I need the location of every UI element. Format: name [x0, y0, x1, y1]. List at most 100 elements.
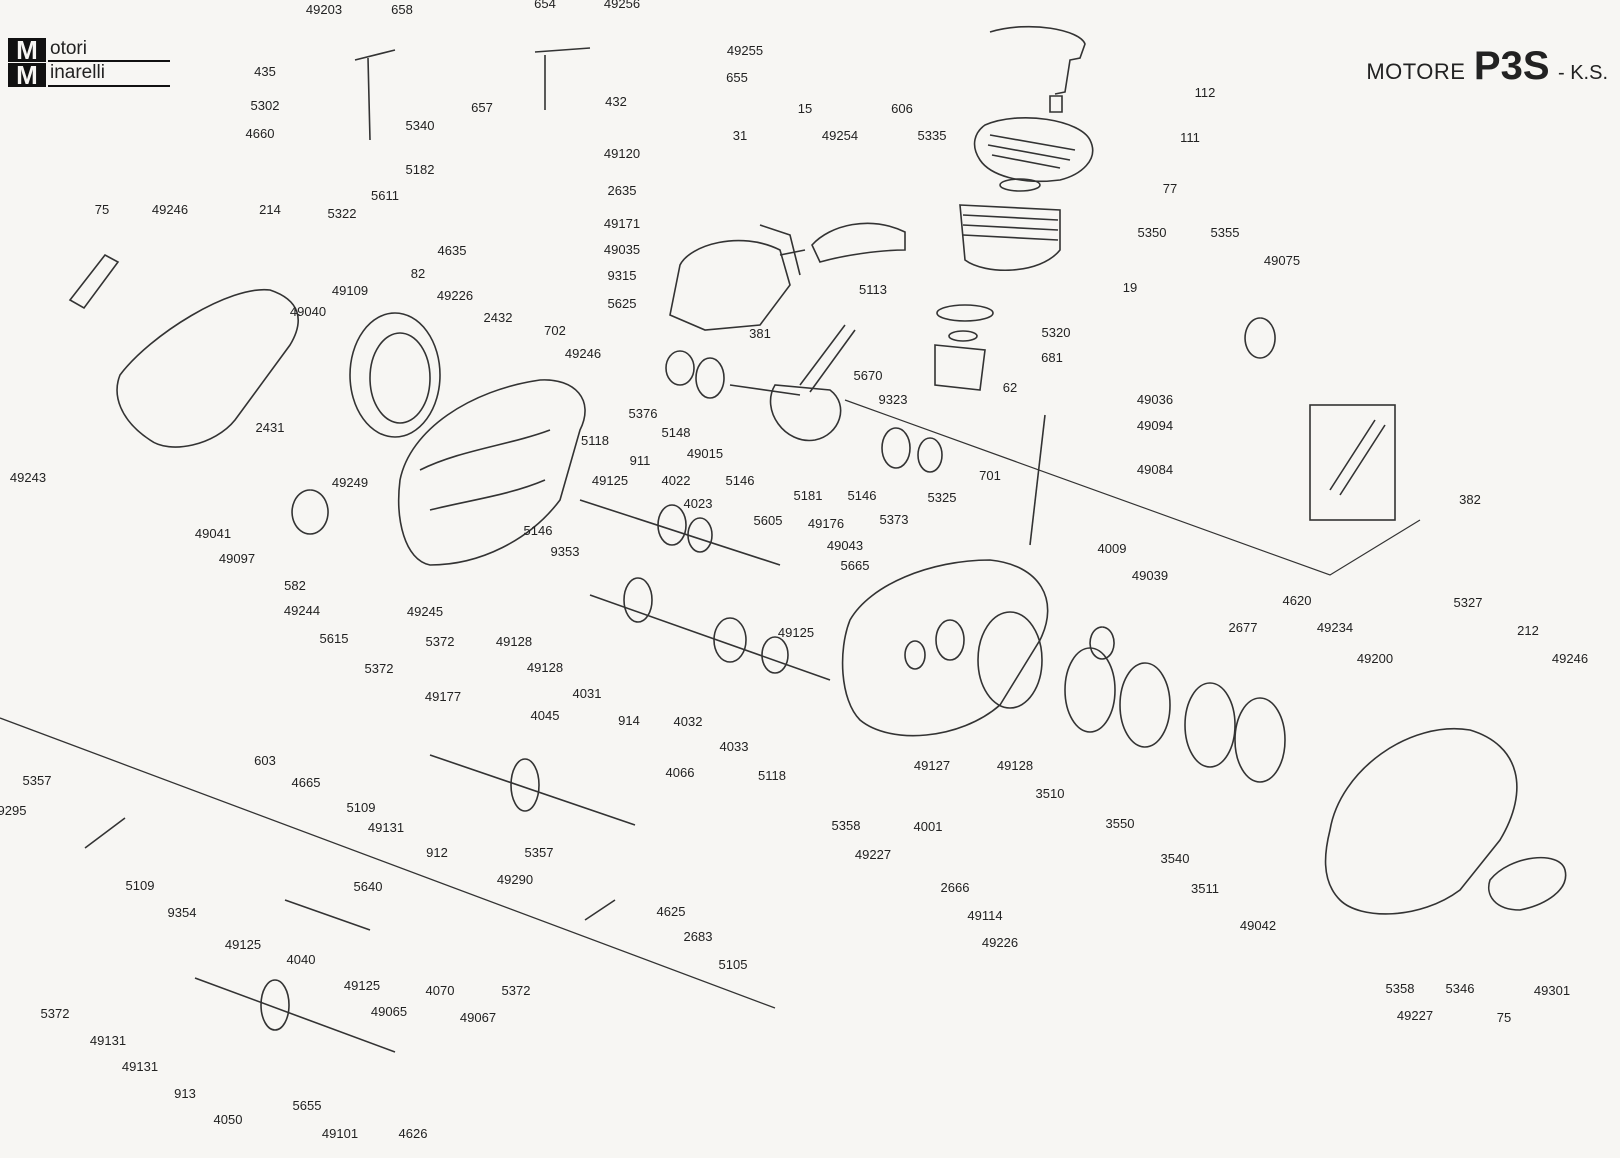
gear-4022: [657, 504, 687, 546]
part-label: 911: [630, 453, 651, 468]
con-rod-2: [809, 329, 856, 393]
part-label: 49120: [604, 146, 640, 161]
part-label: 5302: [251, 98, 280, 113]
part-label: 5113: [859, 282, 887, 297]
crankcase-bore-2: [904, 640, 926, 670]
part-label: 5109: [126, 878, 155, 893]
part-label: 49256: [604, 0, 640, 11]
part-label: 5105: [719, 957, 748, 972]
part-label: 4050: [214, 1112, 243, 1127]
part-label: 49177: [425, 689, 461, 704]
part-label: 4066: [666, 765, 695, 780]
crankcase-bore: [935, 619, 965, 661]
part-label: 435: [254, 64, 276, 79]
part-label: 49039: [1132, 568, 1168, 583]
part-label: 49255: [727, 43, 763, 58]
part-label: 49249: [332, 475, 368, 490]
part-label: 4660: [246, 126, 275, 141]
bolt-9295: [84, 817, 126, 849]
part-label: 4070: [426, 983, 455, 998]
crankcase-left: [397, 379, 586, 566]
clutch-plates-3540: [1184, 682, 1236, 768]
part-label: 4031: [573, 686, 602, 701]
part-label: 49290: [497, 872, 533, 887]
brand-logo: M M otori inarelli: [8, 37, 173, 88]
carb-details: [759, 224, 806, 276]
right-cover: [1324, 727, 1518, 915]
clutch-gear-4001: [977, 611, 1043, 709]
part-label: 912: [426, 845, 448, 860]
part-label: 75: [95, 202, 109, 217]
flywheel-inner: [369, 332, 431, 424]
part-label: 658: [391, 2, 413, 17]
part-label: 49084: [1137, 462, 1173, 477]
part-label: 657: [471, 100, 493, 115]
clutch-plate-3511: [1234, 697, 1286, 783]
part-label: 681: [1041, 350, 1063, 365]
crankcase-right: [841, 559, 1049, 737]
part-label: 49226: [982, 935, 1018, 950]
part-label: 5655: [293, 1098, 322, 1113]
part-label: 5372: [41, 1006, 70, 1021]
gear-shaft-913: [194, 977, 396, 1053]
part-label: 77: [1163, 181, 1177, 196]
part-label: 112: [1195, 85, 1216, 100]
cylinder: [959, 204, 1061, 272]
part-label: 5665: [841, 558, 870, 573]
part-label: 49075: [1264, 253, 1300, 268]
part-label: 49127: [914, 758, 950, 773]
gear-4031: [623, 577, 653, 623]
part-label: 5640: [354, 879, 383, 894]
part-label: 9315: [608, 268, 637, 283]
spark-plug: [1049, 95, 1063, 113]
part-label: 4022: [662, 473, 691, 488]
part-label: 49301: [1534, 983, 1570, 998]
gear-4009: [1089, 626, 1115, 660]
part-label: 49254: [822, 128, 858, 143]
gear-shaft-914: [589, 594, 831, 681]
part-label: 2432: [484, 310, 513, 325]
part-label: 5181: [794, 488, 823, 503]
part-label: 5605: [754, 513, 783, 528]
gear-4032: [713, 617, 747, 663]
part-label: 15: [798, 101, 812, 116]
seal-5373: [917, 437, 943, 473]
logo-initial-1: M: [8, 37, 46, 63]
gear-4023: [687, 517, 713, 553]
part-label: 5322: [328, 206, 357, 221]
left-cover: [116, 288, 299, 448]
part-label: 49067: [460, 1010, 496, 1025]
part-label: 49094: [1137, 418, 1173, 433]
part-label: 4040: [287, 952, 316, 967]
logo-rule-bottom: [48, 85, 170, 87]
clutch-plates-3550: [1119, 662, 1171, 748]
part-label: 49203: [306, 2, 342, 17]
part-label: 31: [733, 128, 747, 143]
gear-4050: [260, 979, 290, 1031]
part-label: 4033: [720, 739, 749, 754]
part-label: 5327: [1454, 595, 1483, 610]
part-label: 49036: [1137, 392, 1173, 407]
cover-plate-75: [1488, 856, 1567, 911]
part-label: 5146: [726, 473, 755, 488]
part-label: 49125: [592, 473, 628, 488]
logo-initial-2: M: [8, 62, 46, 88]
part-label: 2677: [1229, 620, 1258, 635]
part-label: 82: [411, 266, 425, 281]
part-label: 701: [979, 468, 1001, 483]
separator-line: [0, 717, 776, 1009]
flywheel: [349, 312, 441, 438]
head-gasket: [999, 178, 1041, 192]
part-label: 5325: [928, 490, 957, 505]
part-label: 4009: [1098, 541, 1127, 556]
part-label: 9353: [551, 544, 580, 559]
part-label: 62: [1003, 380, 1017, 395]
part-label: 4665: [292, 775, 321, 790]
logo-rule: [48, 60, 170, 62]
bolt-49290: [584, 899, 616, 921]
part-label: 2635: [608, 183, 637, 198]
conrod-inset-box: [1309, 404, 1396, 521]
part-label: 49244: [284, 603, 320, 618]
part-label: 9354: [168, 905, 197, 920]
part-label: 49040: [290, 304, 326, 319]
